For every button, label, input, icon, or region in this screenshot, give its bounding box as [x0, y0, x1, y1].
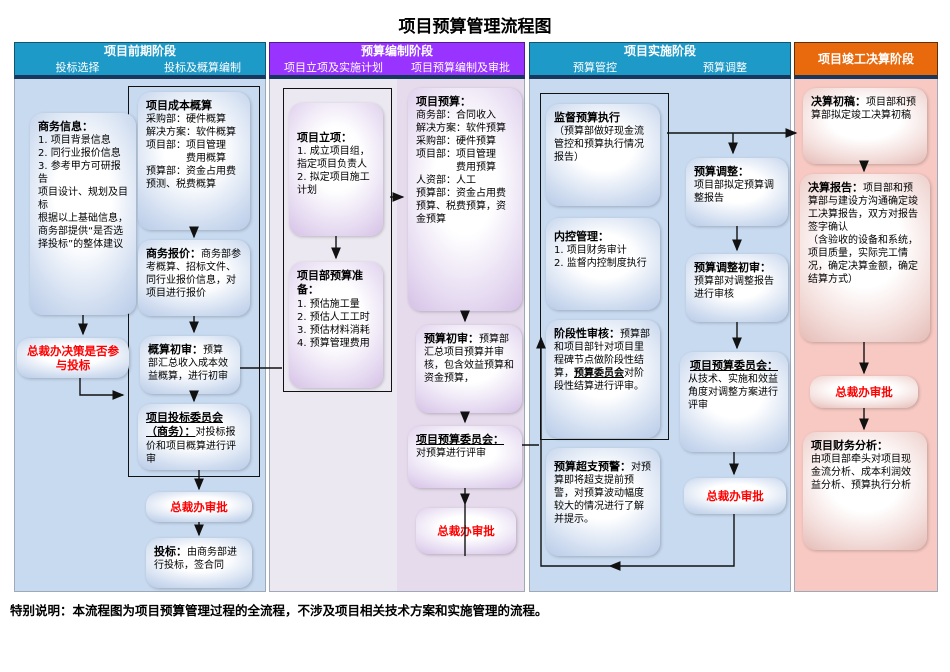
flow-box-ceo-approve-final: 总裁办审批: [810, 376, 918, 408]
flow-box-overspend-warning: 预算超支预警：对预算即将超支提前预警，对预算波动幅度较大的情况进行了解并提示。: [546, 448, 660, 556]
flow-box-supervise-execution: 监督预算执行（预算部做好现金流管控和预算执行情况报告）: [546, 104, 660, 206]
flow-box-bid: 投标：由商务部进行投标，签合同: [146, 538, 252, 588]
special-note: 特别说明：本流程图为项目预算管理过程的全流程，不涉及项目相关技术方案和实施管理的…: [10, 603, 548, 618]
lane-labels: 预算管控 预算调整: [530, 60, 790, 76]
frame-initiation-group: [283, 88, 392, 392]
flow-box-ceo-bid-decision: 总裁办决策是否参与投标: [17, 338, 129, 378]
flow-box-final-draft: 决算初稿：项目部和预算部拟定竣工决算初稿: [803, 88, 927, 164]
flow-box-project-budget: 项目预算：商务部：合同收入 解决方案：软件预算 采购部：硬件预算 项目部：项目管…: [408, 88, 522, 311]
lane-label-initiation-plan: 项目立项及实施计划: [284, 61, 383, 74]
flow-box-ceo-approve-budget: 总裁办审批: [416, 508, 516, 554]
flow-box-financial-analysis: 项目财务分析：由项目部牵头对项目现金流分析、成本利润效益分析、预算执行分析: [803, 432, 927, 550]
stage-header-final-account: 项目竣工决算阶段: [794, 42, 938, 79]
stage-header-pre-project: 项目前期阶段 投标选择 投标及概算编制: [14, 42, 266, 79]
flow-box-cost-estimate: 项目成本概算采购部：硬件概算 解决方案：软件概算 项目部：项目管理 费用概算 预…: [138, 92, 250, 230]
flow-box-project-initiation: 项目立项：1. 成立项目组，指定项目负责人 2. 拟定项目施工计划: [289, 103, 383, 236]
flow-box-dept-budget-prep: 项目部预算准备：1. 预估施工量 2. 预估人工工时 3. 预估材料消耗 4. …: [289, 262, 383, 388]
stage-header-budgeting: 预算编制阶段 项目立项及实施计划 项目预算编制及审批: [269, 42, 525, 79]
stage-title: 项目实施阶段: [623, 44, 696, 58]
flow-box-final-report: 决算报告：项目部和预算部与建设方沟通确定竣工决算报告，双方对报告签字确认 （含验…: [800, 174, 930, 342]
flow-box-business-info: 商务信息：1. 项目背景信息 2. 同行业报价信息 3. 参考甲方可研报告 项目…: [30, 113, 136, 315]
lane-label-bid-estimate: 投标及概算编制: [164, 61, 241, 74]
flow-box-stage-review: 阶段性审核：预算部和项目部针对项目里程碑节点做阶段性结算，预算委员会对阶段性结算…: [546, 320, 660, 438]
flow-box-estimate-first-review: 概算初审：预算部汇总收入成本效益概算，进行初审: [140, 336, 240, 394]
flow-box-budget-committee: 项目预算委员会：对预算进行评审: [408, 426, 522, 488]
lane-labels: 项目立项及实施计划 项目预算编制及审批: [270, 60, 524, 76]
page-title: 项目预算管理流程图: [398, 17, 552, 37]
flow-box-adjust-first-review: 预算调整初审：预算部对调整报告进行审核: [686, 254, 788, 322]
lane-label-budget-adjust: 预算调整: [703, 61, 747, 74]
flow-box-budget-first-review: 预算初审：预算部汇总项目预算并审核，包含效益预算和资金预算，: [416, 325, 522, 413]
flow-box-internal-control: 内控管理：1. 项目财务审计 2. 监督内控制度执行: [546, 218, 660, 310]
stage-title: 项目前期阶段: [103, 44, 176, 58]
flow-box-business-quote: 商务报价：商务部参考概算、招标文件、同行业报价信息，对项目进行报价: [138, 240, 250, 316]
flow-box-budget-adjust: 预算调整：项目部拟定预算调整报告: [686, 158, 788, 226]
lane-labels: 投标选择 投标及概算编制: [15, 60, 265, 76]
stage-title: 项目竣工决算阶段: [817, 52, 914, 66]
stage-title: 预算编制阶段: [360, 44, 433, 58]
lane-label-budget-approval: 项目预算编制及审批: [411, 61, 510, 74]
flow-box-ceo-approve-bid: 总裁办审批: [146, 492, 252, 522]
lane-label-budget-control: 预算管控: [573, 61, 617, 74]
stage-header-implementation: 项目实施阶段 预算管控 预算调整: [529, 42, 791, 79]
flow-box-adjust-committee: 项目预算委员会：从技术、实施和效益角度对调整方案进行评审: [680, 352, 788, 452]
lane-label-bid-selection: 投标选择: [55, 61, 100, 74]
flow-box-bid-committee: 项目投标委员会（商务）：对投标报价和项目概算进行评审: [138, 404, 250, 470]
flow-box-ceo-approve-adjust: 总裁办审批: [684, 478, 786, 514]
